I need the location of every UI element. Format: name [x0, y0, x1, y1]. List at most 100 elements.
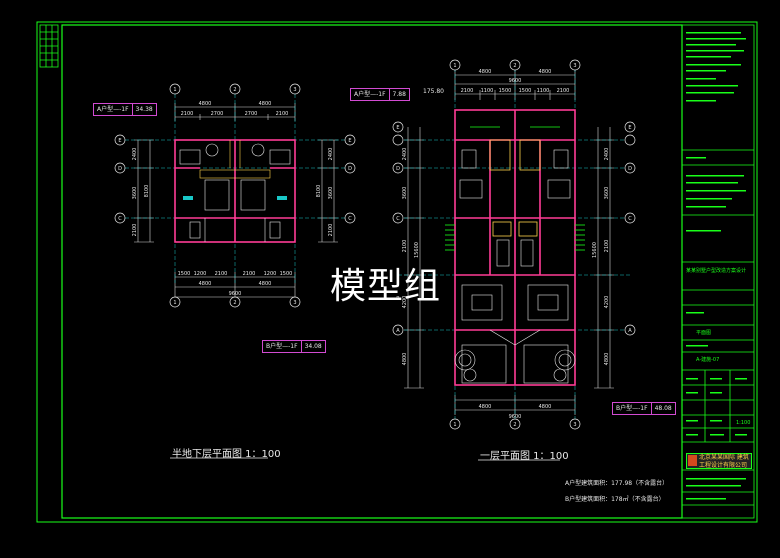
basement-dim-bsub-5: 1200	[264, 271, 277, 277]
basement-dim-bsub-1: 1500	[178, 271, 191, 277]
ground-dim-sub-6: 2100	[557, 88, 570, 94]
ground-note-b: B户型建筑面积：178㎡（不含露台）	[565, 496, 665, 503]
ground-area-tag-b: B户型—-1F 48.08	[612, 402, 676, 415]
ground-side-dim-3: 2100	[402, 240, 408, 253]
basement-dim-top-1: 4800	[199, 101, 212, 107]
ground-grid-row-c-right: C	[628, 216, 632, 222]
ground-dim-sub-1: 2100	[461, 88, 474, 94]
basement-side-total: 8100	[144, 185, 150, 198]
basement-grid-row-e-right: E	[348, 138, 351, 144]
title-block-drawing: 平面图	[696, 330, 712, 336]
basement-plan	[114, 83, 356, 308]
ground-tag-b-value: 48.08	[650, 403, 675, 414]
ground-grid-row-d-right: D	[628, 166, 632, 172]
title-block-drawing-no: A-建施-07	[696, 357, 720, 363]
ground-dim-sub-2: 1100	[481, 88, 494, 94]
tree-icon	[454, 349, 576, 382]
basement-side-dim-3: 2100	[132, 224, 138, 237]
ground-tag-a-value: 7.88	[388, 89, 409, 100]
basement-dim-bsub-4: 2100	[243, 271, 256, 277]
basement-dim-bottom-2: 4800	[259, 281, 272, 287]
basement-side-dim-2-right: 3600	[328, 187, 334, 200]
basement-tag-b-label: B户型—-1F	[266, 343, 298, 350]
ground-dim-top-1: 4800	[479, 69, 492, 75]
ground-grid-col-2: 2	[513, 63, 516, 69]
ground-side-dim-4: 4200	[402, 296, 408, 309]
basement-dim-sub-3: 2700	[245, 111, 258, 117]
ground-dim-total: 9600	[509, 78, 522, 84]
title-block-company: 北京某某国际 建筑工程设计有限公司	[686, 453, 752, 469]
ground-side-dim-5-right: 4800	[604, 353, 610, 366]
ground-side-dim-3-right: 2100	[604, 240, 610, 253]
basement-dim-sub-1: 2100	[181, 111, 194, 117]
basement-side-dim-3-right: 2100	[328, 224, 334, 237]
title-block-scale: 1:100	[736, 420, 751, 426]
basement-dim-bsub-2: 1200	[194, 271, 207, 277]
title-block-project: 某某别墅户型改造方案设计	[686, 268, 747, 274]
ground-grid-row-a-right: A	[628, 328, 632, 334]
basement-area-tag-b: B户型—-1F 34.08	[262, 340, 326, 353]
ground-grid-row-e: E	[396, 125, 399, 131]
basement-tag-a-value: 34.38	[131, 104, 156, 115]
ground-dim-bottom-1: 4800	[479, 404, 492, 410]
ground-floor-plan	[392, 59, 636, 430]
ground-grid-row-e-right: E	[628, 125, 631, 131]
basement-side-dim-2: 3600	[132, 187, 138, 200]
basement-grid-row-d-right: D	[348, 166, 352, 172]
title-block	[681, 24, 755, 519]
basement-dim-bsub-3: 2100	[215, 271, 228, 277]
basement-tag-a-label: A户型—-1F	[97, 106, 129, 113]
basement-side-total-right: 8100	[316, 185, 322, 198]
basement-side-dim-1-right: 2400	[328, 148, 334, 161]
basement-dim-bottom-1: 4800	[199, 281, 212, 287]
basement-dim-sub-2: 2700	[211, 111, 224, 117]
basement-grid-row-d: D	[118, 166, 122, 172]
basement-area-tag-a: A户型—-1F 34.38	[93, 103, 157, 116]
ground-area-tag-a: A户型—-1F 7.88	[350, 88, 410, 101]
ground-grid-row-a: A	[396, 328, 400, 334]
basement-grid-row-e: E	[118, 138, 121, 144]
ground-grid-col-1-bottom: 1	[453, 422, 456, 428]
ground-dim-total-bottom: 9600	[509, 414, 522, 420]
ground-grid-col-3-bottom: 3	[573, 422, 576, 428]
ground-side-total-right: 15600	[592, 242, 598, 258]
ground-side-dim-2: 3600	[402, 187, 408, 200]
ground-grid-row-b: B	[396, 296, 400, 302]
ground-dim-sub-5: 1100	[537, 88, 550, 94]
ground-side-dim-2-right: 3600	[604, 187, 610, 200]
ground-dim-sub-3: 1500	[499, 88, 512, 94]
ground-tag-a-extra: 175.80	[423, 88, 444, 95]
title-block-text-bars	[686, 32, 747, 500]
basement-grid-row-c-right: C	[348, 216, 352, 222]
basement-dim-top-2: 4800	[259, 101, 272, 107]
basement-grid-col-3-bottom: 3	[293, 300, 296, 306]
ground-side-total: 15600	[414, 242, 420, 258]
basement-grid-col-3: 3	[293, 87, 296, 93]
basement-grid-row-c: C	[118, 216, 122, 222]
ground-note-a: A户型建筑面积：177.98（不含露台）	[565, 480, 669, 487]
ground-grid-col-1: 1	[453, 63, 456, 69]
ground-dim-top-2: 4800	[539, 69, 552, 75]
ground-side-dim-1: 2400	[402, 148, 408, 161]
ground-grid-col-2-bottom: 2	[513, 422, 516, 428]
ground-tag-a-label: A户型—-1F	[354, 91, 386, 98]
ground-side-dim-4-right: 4200	[604, 296, 610, 309]
basement-grid-col-2: 2	[233, 87, 236, 93]
basement-dim-sub-4: 2100	[276, 111, 289, 117]
basement-side-dim-1: 2400	[132, 148, 138, 161]
outer-frame	[36, 21, 758, 523]
ground-side-dim-5: 4800	[402, 353, 408, 366]
basement-plan-title: 半地下层平面图 1：100	[172, 449, 281, 460]
ground-dim-bottom-2: 4800	[539, 404, 552, 410]
ground-grid-row-d: D	[396, 166, 400, 172]
company-logo-icon	[688, 455, 697, 466]
ground-tag-b-label: B户型—-1F	[616, 405, 648, 412]
ground-grid-col-3: 3	[573, 63, 576, 69]
basement-tag-b-value: 34.08	[300, 341, 325, 352]
basement-grid-col-1-bottom: 1	[173, 300, 176, 306]
binding-strip	[39, 24, 59, 68]
basement-dim-total: 9600	[229, 291, 242, 297]
basement-dim-bsub-6: 1500	[280, 271, 293, 277]
ground-side-dim-1-right: 2400	[604, 148, 610, 161]
